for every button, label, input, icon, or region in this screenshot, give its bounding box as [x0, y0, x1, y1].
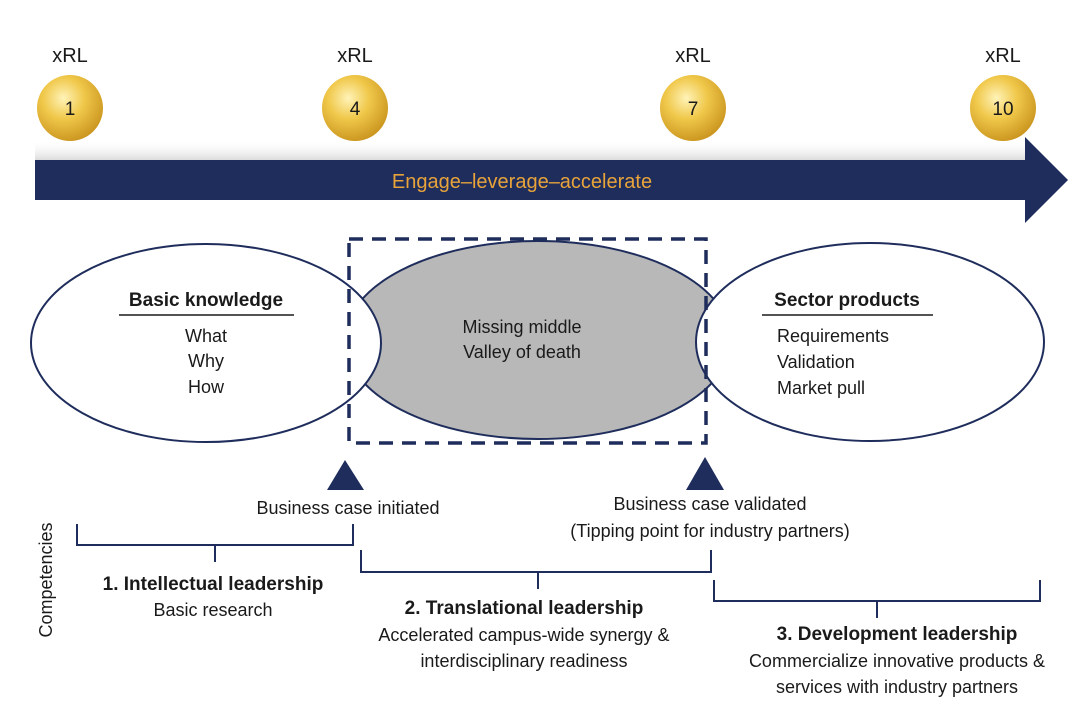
milestone-label-4: xRL [337, 45, 373, 67]
leadership-3-title: 3. Development leadership [777, 624, 1018, 645]
right-ellipse-title: Sector products [774, 290, 920, 311]
middle-ellipse-line-1: Missing middle [462, 317, 581, 337]
middle-ellipse [344, 240, 732, 440]
right-ellipse-line-validation: Validation [777, 352, 855, 372]
marker-validated-label-1: Business case validated [613, 494, 806, 514]
milestone-circle-10: 10 [970, 75, 1036, 141]
competencies-label: Competencies [36, 522, 56, 637]
leadership-2-line-1: Accelerated campus-wide synergy & [378, 625, 669, 645]
milestone-label-10: xRL [985, 45, 1021, 67]
bracket-intellectual [76, 524, 354, 562]
arrow-shadow [35, 140, 1025, 162]
left-ellipse [30, 243, 382, 443]
left-ellipse-line-what: What [185, 326, 227, 346]
bracket-development [713, 580, 1041, 618]
marker-initiated-triangle [327, 460, 364, 490]
marker-initiated-label: Business case initiated [256, 498, 439, 518]
middle-ellipse-line-2: Valley of death [463, 342, 581, 362]
milestone-value-1: 1 [65, 99, 76, 120]
milestone-circle-7: 7 [660, 75, 726, 141]
left-ellipse-line-how: How [188, 377, 225, 397]
leadership-2-line-2: interdisciplinary readiness [420, 651, 627, 671]
milestone-label-7: xRL [675, 45, 711, 67]
milestone-value-7: 7 [688, 99, 699, 120]
progress-arrow [35, 137, 1068, 223]
right-ellipse-line-requirements: Requirements [777, 326, 889, 346]
leadership-3-line-1: Commercialize innovative products & [749, 651, 1045, 671]
bracket-translational [360, 550, 712, 589]
right-ellipse-line-market-pull: Market pull [777, 378, 865, 398]
right-ellipse [695, 242, 1045, 442]
arrow-caption: Engage–leverage–accelerate [392, 171, 652, 193]
milestone-value-10: 10 [992, 99, 1013, 120]
milestone-circle-4: 4 [322, 75, 388, 141]
left-ellipse-line-why: Why [188, 351, 224, 371]
marker-validated-label-2: (Tipping point for industry partners) [570, 521, 849, 541]
leadership-2-title: 2. Translational leadership [405, 598, 644, 619]
milestone-circle-1: 1 [37, 75, 103, 141]
marker-validated-triangle [686, 457, 724, 490]
leadership-3-line-2: services with industry partners [776, 677, 1018, 697]
leadership-1-title: 1. Intellectual leadership [103, 574, 324, 595]
missing-middle-box [347, 237, 708, 445]
leadership-1-line-1: Basic research [153, 600, 272, 620]
milestone-value-4: 4 [350, 99, 361, 120]
left-ellipse-title: Basic knowledge [129, 290, 283, 311]
milestone-label-1: xRL [52, 45, 88, 67]
